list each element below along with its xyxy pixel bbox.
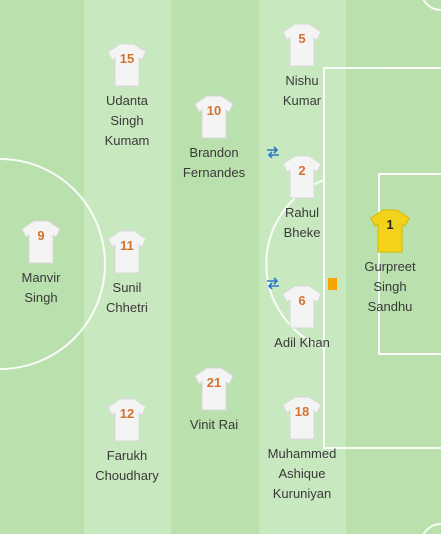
center-circle	[0, 158, 106, 370]
corner-arc-bottom	[422, 523, 441, 534]
shirt-number: 15	[119, 51, 135, 66]
shirt-number: 12	[119, 406, 135, 421]
player-name: Adil Khan	[274, 335, 330, 350]
player-name: Gurpreet Singh Sandhu	[364, 259, 416, 314]
goalkeeper-jersey-icon: 1	[369, 208, 411, 254]
shirt-number: 11	[120, 238, 134, 253]
shirt-number: 18	[294, 404, 310, 419]
player-name: Brandon Fernandes	[182, 145, 246, 180]
jersey-icon: 9	[20, 219, 62, 265]
jersey-icon: 18	[281, 395, 323, 441]
player-name: Muhammed Ashique Kuruniyan	[267, 446, 337, 501]
player-name: Rahul Bheke	[283, 205, 321, 240]
player-name: Vinit Rai	[189, 417, 239, 432]
player-card[interactable]: 11 Sunil Chhetri	[72, 229, 182, 318]
player-card-goalkeeper[interactable]: 1 Gurpreet Singh Sandhu	[335, 208, 441, 317]
player-card[interactable]: 6 Adil Khan	[247, 284, 357, 353]
player-card[interactable]: 10 Brandon Fernandes	[159, 94, 269, 183]
jersey-icon: 2	[281, 154, 323, 200]
player-card[interactable]: 15 Udanta Singh Kumam	[72, 42, 182, 151]
substitution-icon	[267, 277, 279, 289]
jersey-icon: 6	[281, 284, 323, 330]
shirt-number: 6	[298, 293, 306, 308]
player-card[interactable]: 9 Manvir Singh	[0, 219, 96, 308]
player-card[interactable]: 12 Farukh Choudhary	[72, 397, 182, 486]
jersey-icon: 10	[193, 94, 235, 140]
pitch-stripe	[259, 0, 346, 534]
player-name: Sunil Chhetri	[106, 280, 148, 315]
shirt-number: 10	[206, 103, 222, 118]
jersey-icon: 5	[281, 22, 323, 68]
penalty-box	[323, 67, 441, 449]
player-name: Farukh Choudhary	[95, 448, 159, 483]
player-card[interactable]: 5 Nishu Kumar	[247, 22, 357, 111]
shirt-number: 1	[386, 217, 394, 232]
yellow-card-icon	[328, 278, 337, 290]
jersey-icon: 11	[106, 229, 148, 275]
shirt-number: 9	[37, 228, 45, 243]
player-card[interactable]: 18 Muhammed Ashique Kuruniyan	[247, 395, 357, 504]
goal-box	[378, 173, 441, 355]
corner-arc-top	[422, 0, 441, 11]
player-name: Manvir Singh	[21, 270, 61, 305]
player-card[interactable]: 21 Vinit Rai	[159, 366, 269, 435]
jersey-icon: 15	[106, 42, 148, 88]
player-card[interactable]: 2 Rahul Bheke	[247, 154, 357, 243]
player-name: Nishu Kumar	[282, 73, 322, 108]
player-name: Udanta Singh Kumam	[104, 93, 150, 148]
shirt-number: 21	[206, 375, 222, 390]
jersey-icon: 21	[193, 366, 235, 412]
substitution-icon	[267, 146, 279, 158]
shirt-number: 2	[298, 163, 306, 178]
shirt-number: 5	[298, 31, 306, 46]
jersey-icon: 12	[106, 397, 148, 443]
